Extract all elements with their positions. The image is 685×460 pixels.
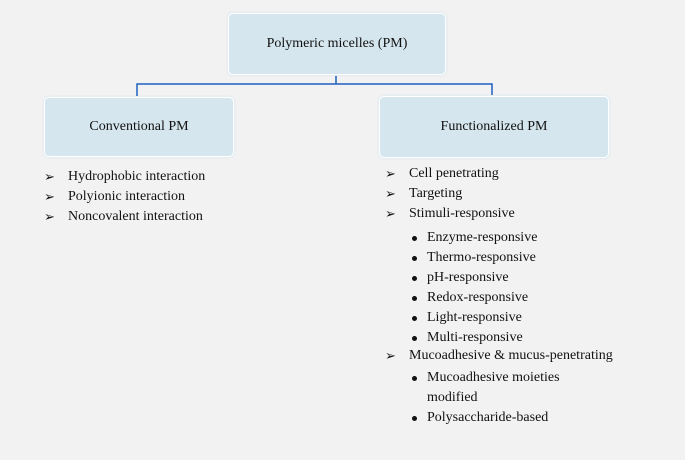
arrow-bullet-icon: ➢ <box>44 209 55 224</box>
list-item-text: Hydrophobic interaction <box>68 169 206 184</box>
arrow-bullet-icon: ➢ <box>385 186 396 201</box>
list-item: ➢ Stimuli-responsive <box>385 204 645 224</box>
list-item: Redox-responsive <box>410 288 630 308</box>
bullet-dot-icon <box>412 416 417 421</box>
list-item-text: Targeting <box>409 186 463 201</box>
bullet-dot-icon <box>412 336 417 341</box>
arrow-bullet-icon: ➢ <box>44 169 55 184</box>
bullet-dot-icon <box>412 296 417 301</box>
mucoadhesive-heading-list: ➢ Mucoadhesive & mucus-penetrating <box>385 346 665 366</box>
list-item: Enzyme-responsive <box>410 228 630 248</box>
list-item: ➢ Cell penetrating <box>385 164 645 184</box>
list-item-text: Light-responsive <box>427 310 522 325</box>
arrow-bullet-icon: ➢ <box>385 206 396 221</box>
conventional-node: Conventional PM <box>44 97 234 157</box>
list-item: ➢ Noncovalent interaction <box>44 207 244 227</box>
list-item-text: Cell penetrating <box>409 166 499 181</box>
arrow-bullet-icon: ➢ <box>44 189 55 204</box>
list-item: Thermo-responsive <box>410 248 630 268</box>
list-item: ➢ Mucoadhesive & mucus-penetrating <box>385 346 665 366</box>
list-item-text: Mucoadhesive & mucus-penetrating <box>409 348 613 363</box>
conventional-list: ➢ Hydrophobic interaction ➢ Polyionic inte… <box>44 167 244 227</box>
list-item-text: Stimuli-responsive <box>409 206 515 221</box>
mucoadhesive-sublist: Mucoadhesive moieties modified Polysacch… <box>410 368 610 428</box>
conventional-node-label: Conventional PM <box>89 119 189 134</box>
list-item-text: Noncovalent interaction <box>68 209 203 224</box>
functionalized-node: Functionalized PM <box>379 96 609 158</box>
bullet-dot-icon <box>412 376 417 381</box>
stimuli-sublist: Enzyme-responsive Thermo-responsive pH-r… <box>410 228 630 348</box>
list-item: ➢ Targeting <box>385 184 645 204</box>
list-item-text: pH-responsive <box>427 270 509 285</box>
list-item-text: Redox-responsive <box>427 290 529 305</box>
root-node: Polymeric micelles (PM) <box>228 13 446 75</box>
connector-root-to-branches <box>136 73 493 97</box>
bullet-dot-icon <box>412 236 417 241</box>
list-item: Light-responsive <box>410 308 630 328</box>
list-item-text: Mucoadhesive moieties modified <box>427 370 560 405</box>
functionalized-node-label: Functionalized PM <box>440 119 548 134</box>
functionalized-list: ➢ Cell penetrating ➢ Targeting ➢ Stimuli-re… <box>385 164 645 224</box>
bullet-dot-icon <box>412 256 417 261</box>
list-item: Multi-responsive <box>410 328 630 348</box>
list-item: ➢ Hydrophobic interaction <box>44 167 244 187</box>
arrow-bullet-icon: ➢ <box>385 166 396 181</box>
list-item: Mucoadhesive moieties modified <box>410 368 610 408</box>
list-item: pH-responsive <box>410 268 630 288</box>
list-item: Polysaccharide-based <box>410 408 610 428</box>
root-node-label: Polymeric micelles (PM) <box>266 36 408 51</box>
list-item-text: Polysaccharide-based <box>427 410 549 425</box>
list-item-text: Thermo-responsive <box>427 250 536 265</box>
bullet-dot-icon <box>412 316 417 321</box>
list-item-text: Polyionic interaction <box>68 189 186 204</box>
list-item-text: Multi-responsive <box>427 330 523 345</box>
list-item: ➢ Polyionic interaction <box>44 187 244 207</box>
arrow-bullet-icon: ➢ <box>385 348 396 363</box>
list-item-text: Enzyme-responsive <box>427 230 538 245</box>
bullet-dot-icon <box>412 276 417 281</box>
